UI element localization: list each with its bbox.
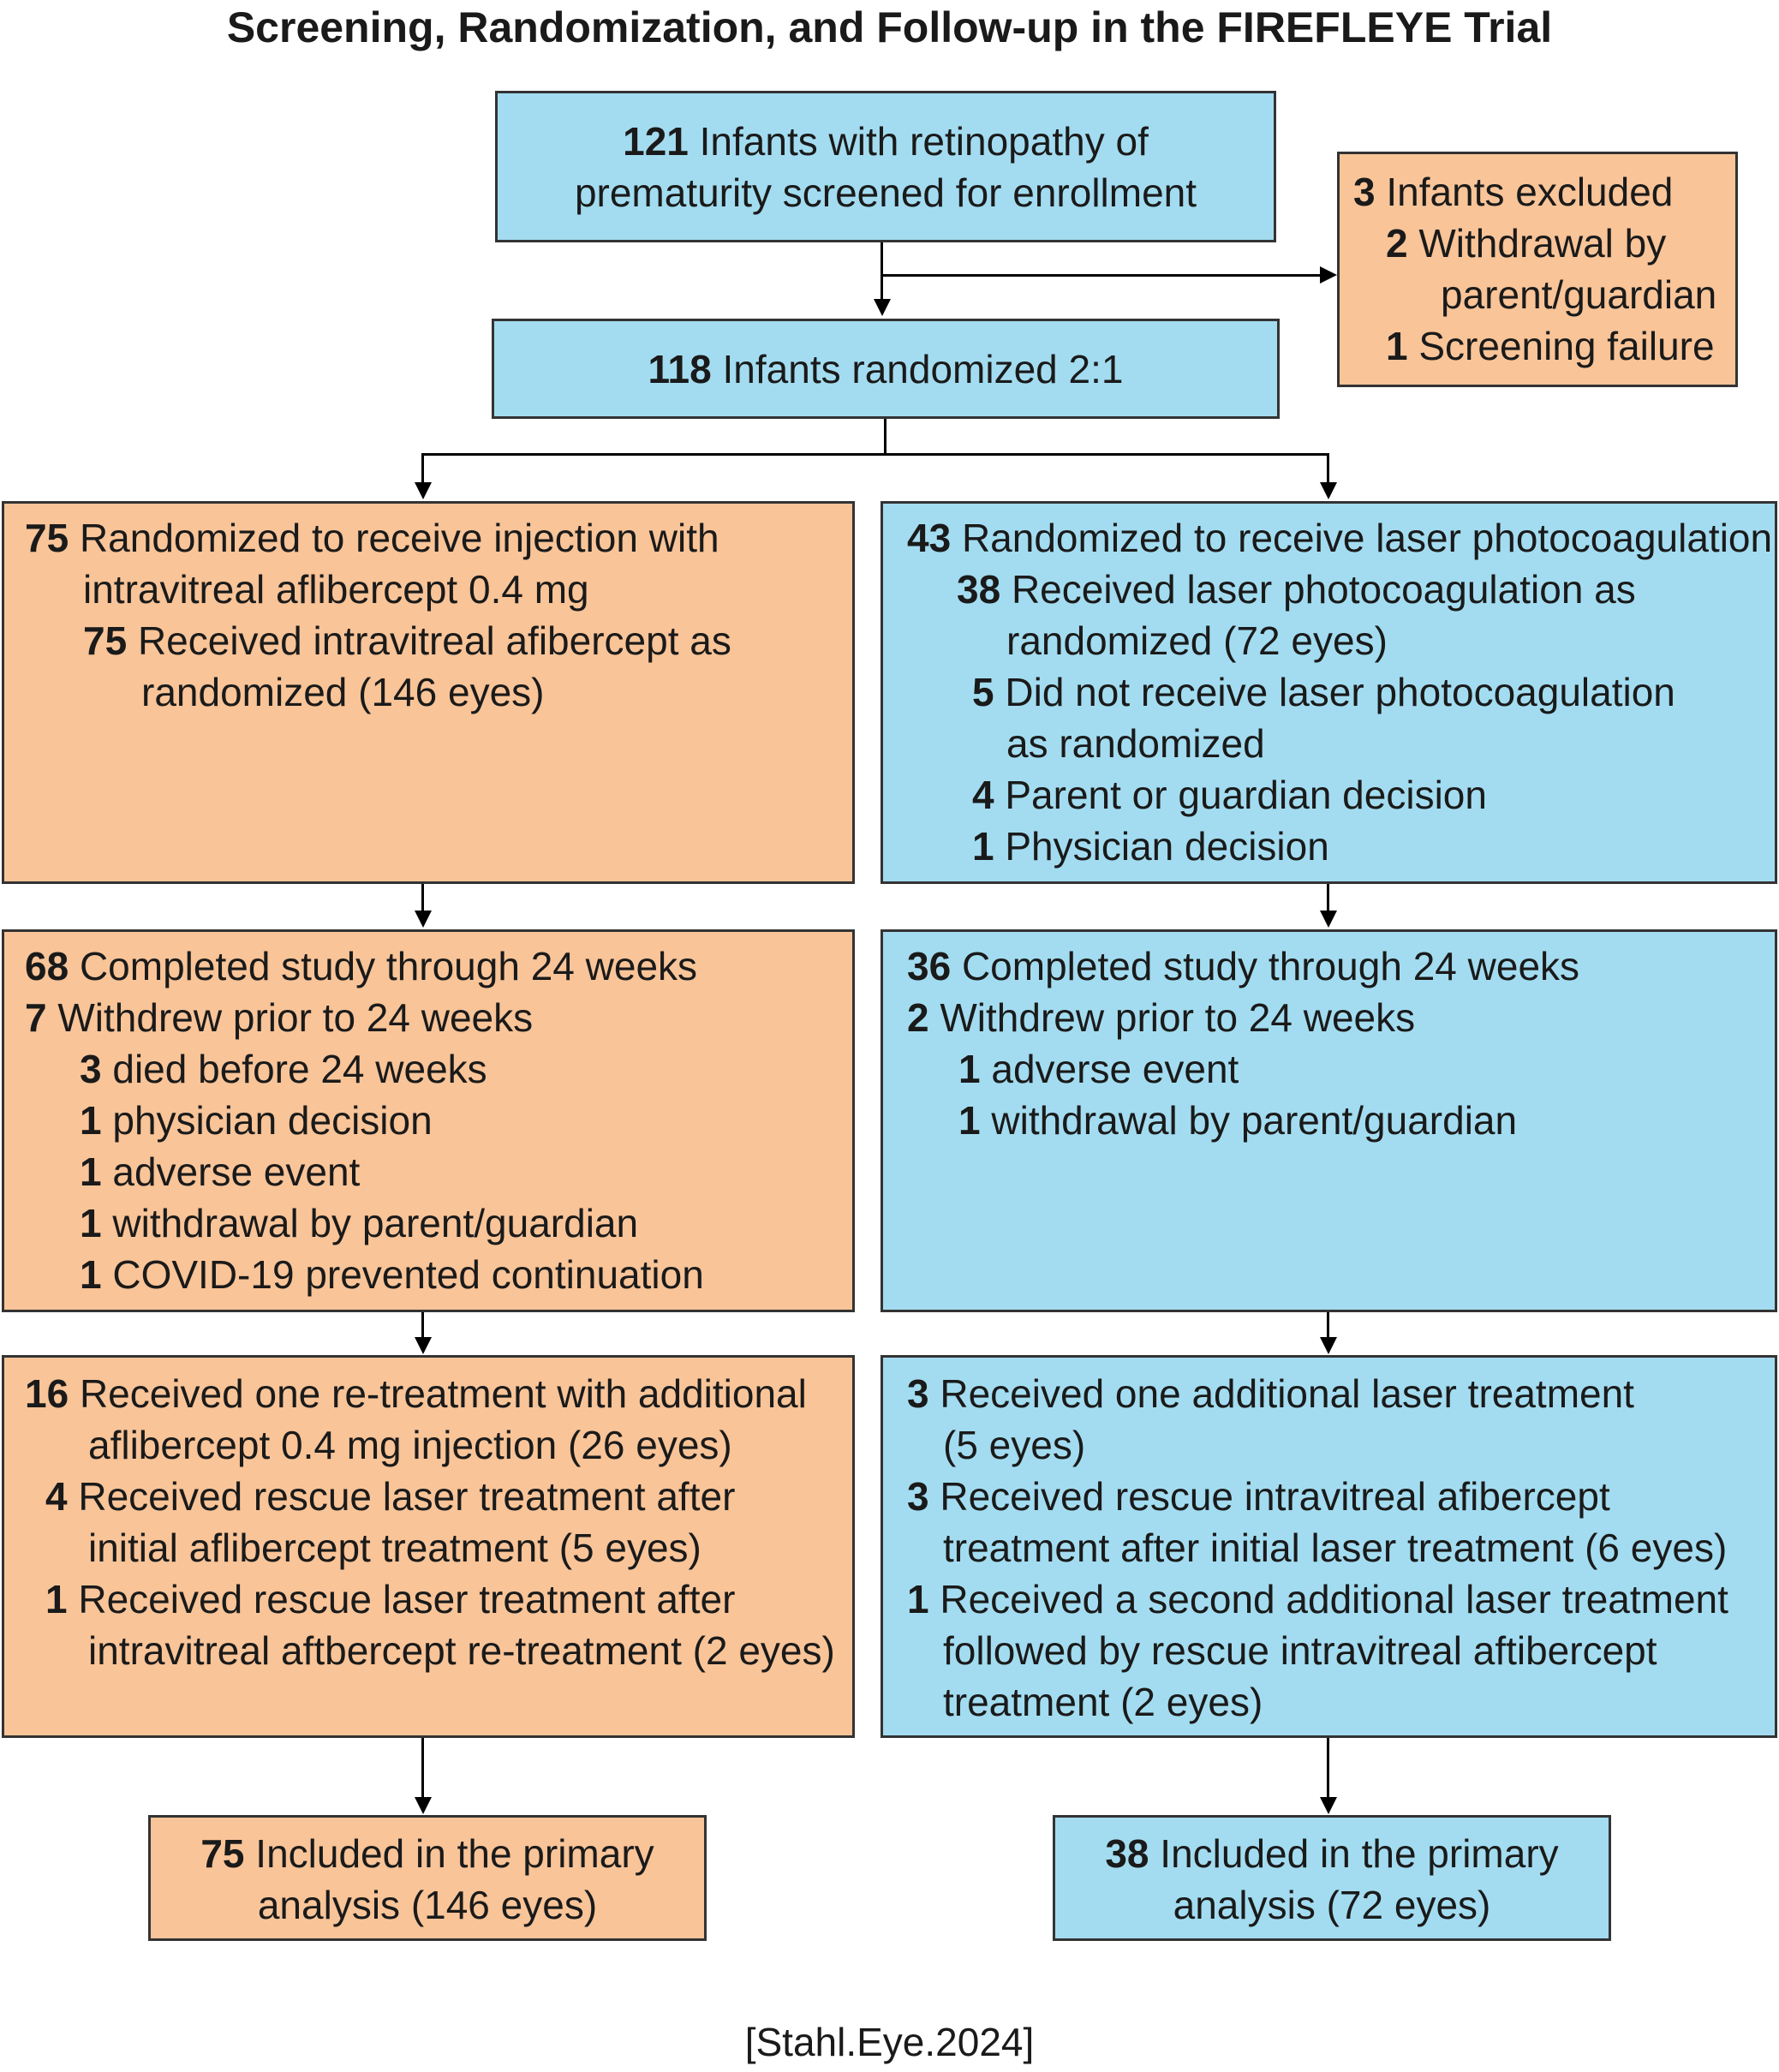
screened-line-2: prematurity screened for enrollment [574,170,1197,215]
left-retreatment-line-1: 16 Received one re-treatment with additi… [25,1371,807,1416]
randomized-box: 118 Infants randomized 2:1 [492,319,1280,419]
connector-screened-down [881,242,883,302]
arrow-to-left-followup [415,911,432,928]
right-allocation-line-4: 5 Did not receive laser photocoagulation [972,670,1675,714]
connector-split-right-down [1327,453,1329,482]
left-allocation-line-4: randomized (146 eyes) [141,670,545,714]
left-retreatment-line-3: 4 Received rescue laser treatment after [45,1474,736,1519]
left-retreatment-line-2: aflibercept 0.4 mg injection (26 eyes) [88,1423,732,1467]
right-allocation-line-5: as randomized [1006,721,1265,766]
right-retreatment-line-2: (5 eyes) [943,1423,1086,1467]
arrow-to-left-retreatment [415,1337,432,1354]
left-retreatment-line-4: initial aflibercept treatment (5 eyes) [88,1526,701,1570]
arrow-to-right-allocation [1320,482,1337,499]
left-followup-box: 68 Completed study through 24 weeks 7 Wi… [2,929,855,1312]
arrow-to-excluded [1320,266,1337,284]
right-allocation-line-6: 4 Parent or guardian decision [972,773,1487,817]
citation: [Stahl.Eye.2024] [744,2020,1035,2064]
right-retreatment-line-4: treatment after initial laser treatment … [943,1526,1728,1570]
right-retreatment-line-6: followed by rescue intravitreal aftiberc… [943,1628,1657,1673]
right-followup-box: 36 Completed study through 24 weeks 2 Wi… [881,929,1777,1312]
right-allocation-line-7: 1 Physician decision [972,824,1329,869]
right-allocation-box: 43 Randomized to receive laser photocoag… [881,501,1777,884]
connector-right-1 [1327,884,1329,911]
right-retreatment-line-1: 3 Received one additional laser treatmen… [907,1371,1634,1416]
arrow-to-left-analysis [415,1797,432,1814]
connector-split-left-down [421,453,424,482]
left-analysis-line-1: 75 Included in the primary [200,1831,654,1876]
right-followup-line-1: 36 Completed study through 24 weeks [907,944,1580,988]
randomized-line-1: 118 Infants randomized 2:1 [648,347,1124,391]
right-analysis-box: 38 Included in the primary analysis (72 … [1053,1815,1611,1941]
left-retreatment-line-6: intravitreal aftbercept re-treatment (2 … [88,1628,835,1673]
arrow-to-left-allocation [415,482,432,499]
arrow-to-right-retreatment [1320,1337,1337,1354]
right-allocation-line-3: randomized (72 eyes) [1006,618,1388,663]
excluded-box: 3 Infants excluded 2 Withdrawal by paren… [1337,152,1738,387]
left-allocation-line-1: 75 Randomized to receive injection with [25,516,719,560]
right-followup-line-3: 1 adverse event [958,1047,1239,1091]
right-followup-line-2: 2 Withdrew prior to 24 weeks [907,995,1416,1040]
connector-left-2 [421,1312,424,1338]
excluded-line-2: 2 Withdrawal by [1386,221,1667,266]
excluded-line-1: 3 Infants excluded [1353,170,1674,214]
arrow-to-randomized [874,299,891,316]
left-followup-line-4: 1 physician decision [80,1098,433,1143]
connector-split-horizontal [421,453,1329,456]
right-allocation-line-2: 38 Received laser photocoagulation as [957,567,1636,612]
connector-to-excluded [881,274,1322,277]
left-retreatment-box: 16 Received one re-treatment with additi… [2,1355,855,1738]
left-followup-line-3: 3 died before 24 weeks [80,1047,487,1091]
left-analysis-line-2: analysis (146 eyes) [257,1883,598,1927]
left-allocation-line-2: intravitreal aflibercept 0.4 mg [83,567,589,612]
connector-left-1 [421,884,424,911]
excluded-line-4: 1 Screening failure [1386,324,1715,368]
arrow-to-right-analysis [1320,1797,1337,1814]
diagram-title: Screening, Randomization, and Follow-up … [226,3,1553,51]
left-followup-line-1: 68 Completed study through 24 weeks [25,944,698,988]
screened-line-1: 121 Infants with retinopathy of [623,119,1149,164]
screened-box: 121 Infants with retinopathy of prematur… [495,91,1276,242]
connector-right-3 [1327,1738,1329,1798]
right-retreatment-line-7: treatment (2 eyes) [943,1680,1263,1724]
left-followup-line-5: 1 adverse event [80,1149,361,1194]
left-retreatment-line-5: 1 Received rescue laser treatment after [45,1577,736,1621]
left-followup-line-2: 7 Withdrew prior to 24 weeks [25,995,534,1040]
right-retreatment-box: 3 Received one additional laser treatmen… [881,1355,1777,1738]
right-followup-line-4: 1 withdrawal by parent/guardian [958,1098,1518,1143]
left-followup-line-7: 1 COVID-19 prevented continuation [80,1252,704,1297]
left-analysis-box: 75 Included in the primary analysis (146… [148,1815,707,1941]
connector-randomized-down [884,419,887,455]
right-retreatment-line-5: 1 Received a second additional laser tre… [907,1577,1728,1621]
left-allocation-box: 75 Randomized to receive injection with … [2,501,855,884]
connector-left-3 [421,1738,424,1798]
right-analysis-line-2: analysis (72 eyes) [1173,1883,1491,1927]
left-allocation-line-3: 75 Received intravitreal afibercept as [83,618,731,663]
connector-right-2 [1327,1312,1329,1338]
left-followup-line-6: 1 withdrawal by parent/guardian [80,1201,639,1245]
arrow-to-right-followup [1320,911,1337,928]
right-analysis-line-1: 38 Included in the primary [1105,1831,1559,1876]
excluded-line-3: parent/guardian [1441,272,1717,317]
right-retreatment-line-3: 3 Received rescue intravitreal afibercep… [907,1474,1610,1519]
right-allocation-line-1: 43 Randomized to receive laser photocoag… [907,516,1773,560]
